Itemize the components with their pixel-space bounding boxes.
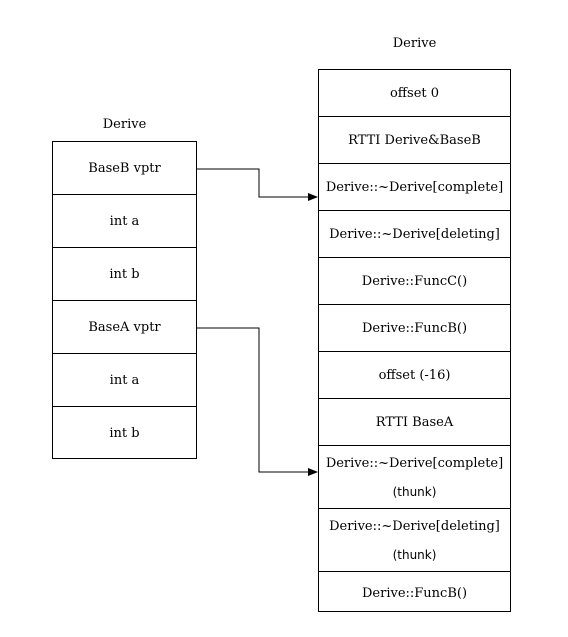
- vtable-entry-funcc: Derive::FuncC(): [319, 258, 510, 305]
- right-vtable: offset 0 RTTI Derive&BaseB Derive::~Deri…: [318, 69, 511, 612]
- vtable-entry-rtti-derive-baseb: RTTI Derive&BaseB: [319, 117, 510, 164]
- vtable-entry-funcb: Derive::FuncB(): [319, 305, 510, 352]
- vtable-entry-label: Derive::~Derive[deleting]: [329, 518, 500, 534]
- left-row-label: int a: [109, 213, 140, 229]
- vtable-entry-dtor-complete: Derive::~Derive[complete]: [319, 164, 510, 211]
- arrow-basea-vptr: [197, 327, 318, 476]
- vtable-entry-label: Derive::~Derive[complete]: [325, 455, 504, 471]
- vtable-entry-dtor-complete-thunk: Derive::~Derive[complete] (thunk): [319, 446, 510, 509]
- vtable-entry-label: offset (-16): [378, 367, 451, 383]
- left-row-basea-vptr: BaseA vptr: [53, 301, 196, 354]
- vtable-entry-label: Derive::FuncB(): [361, 320, 468, 336]
- vtable-entry-funcb-2: Derive::FuncB(): [319, 572, 510, 615]
- vtable-entry-label: Derive::~Derive[deleting]: [329, 226, 500, 242]
- left-row-label: int b: [109, 266, 140, 282]
- vtable-entry-dtor-deleting: Derive::~Derive[deleting]: [319, 211, 510, 258]
- left-row-int-b: int b: [53, 248, 196, 301]
- left-row-int-b-2: int b: [53, 407, 196, 460]
- vtable-entry-label: Derive::FuncB(): [361, 586, 468, 601]
- vtable-entry-offset-neg16: offset (-16): [319, 352, 510, 399]
- vtable-entry-offset-0: offset 0: [319, 70, 510, 117]
- vtable-entry-sublabel: (thunk): [392, 547, 437, 562]
- vtable-entry-label: offset 0: [389, 85, 440, 101]
- left-row-label: BaseB vptr: [88, 160, 161, 176]
- left-row-label: int a: [109, 372, 140, 388]
- arrow-baseb-vptr: [197, 168, 318, 201]
- left-vtable-layout: BaseB vptr int a int b BaseA vptr int a …: [52, 141, 197, 459]
- left-table-title: Derive: [102, 117, 147, 132]
- vtable-entry-sublabel: (thunk): [392, 484, 437, 499]
- vtable-entry-rtti-basea: RTTI BaseA: [319, 399, 510, 446]
- left-row-int-a: int a: [53, 195, 196, 248]
- left-row-int-a-2: int a: [53, 354, 196, 407]
- vtable-entry-label: Derive::FuncC(): [361, 273, 468, 289]
- vtable-entry-label: RTTI Derive&BaseB: [348, 132, 481, 148]
- vtable-entry-label: Derive::~Derive[complete]: [325, 179, 504, 195]
- left-row-label: BaseA vptr: [88, 319, 161, 335]
- left-row-baseb-vptr: BaseB vptr: [53, 142, 196, 195]
- left-row-label: int b: [109, 426, 140, 441]
- right-table-title: Derive: [392, 36, 437, 51]
- vtable-entry-label: RTTI BaseA: [375, 414, 454, 430]
- vtable-entry-dtor-deleting-thunk: Derive::~Derive[deleting] (thunk): [319, 509, 510, 572]
